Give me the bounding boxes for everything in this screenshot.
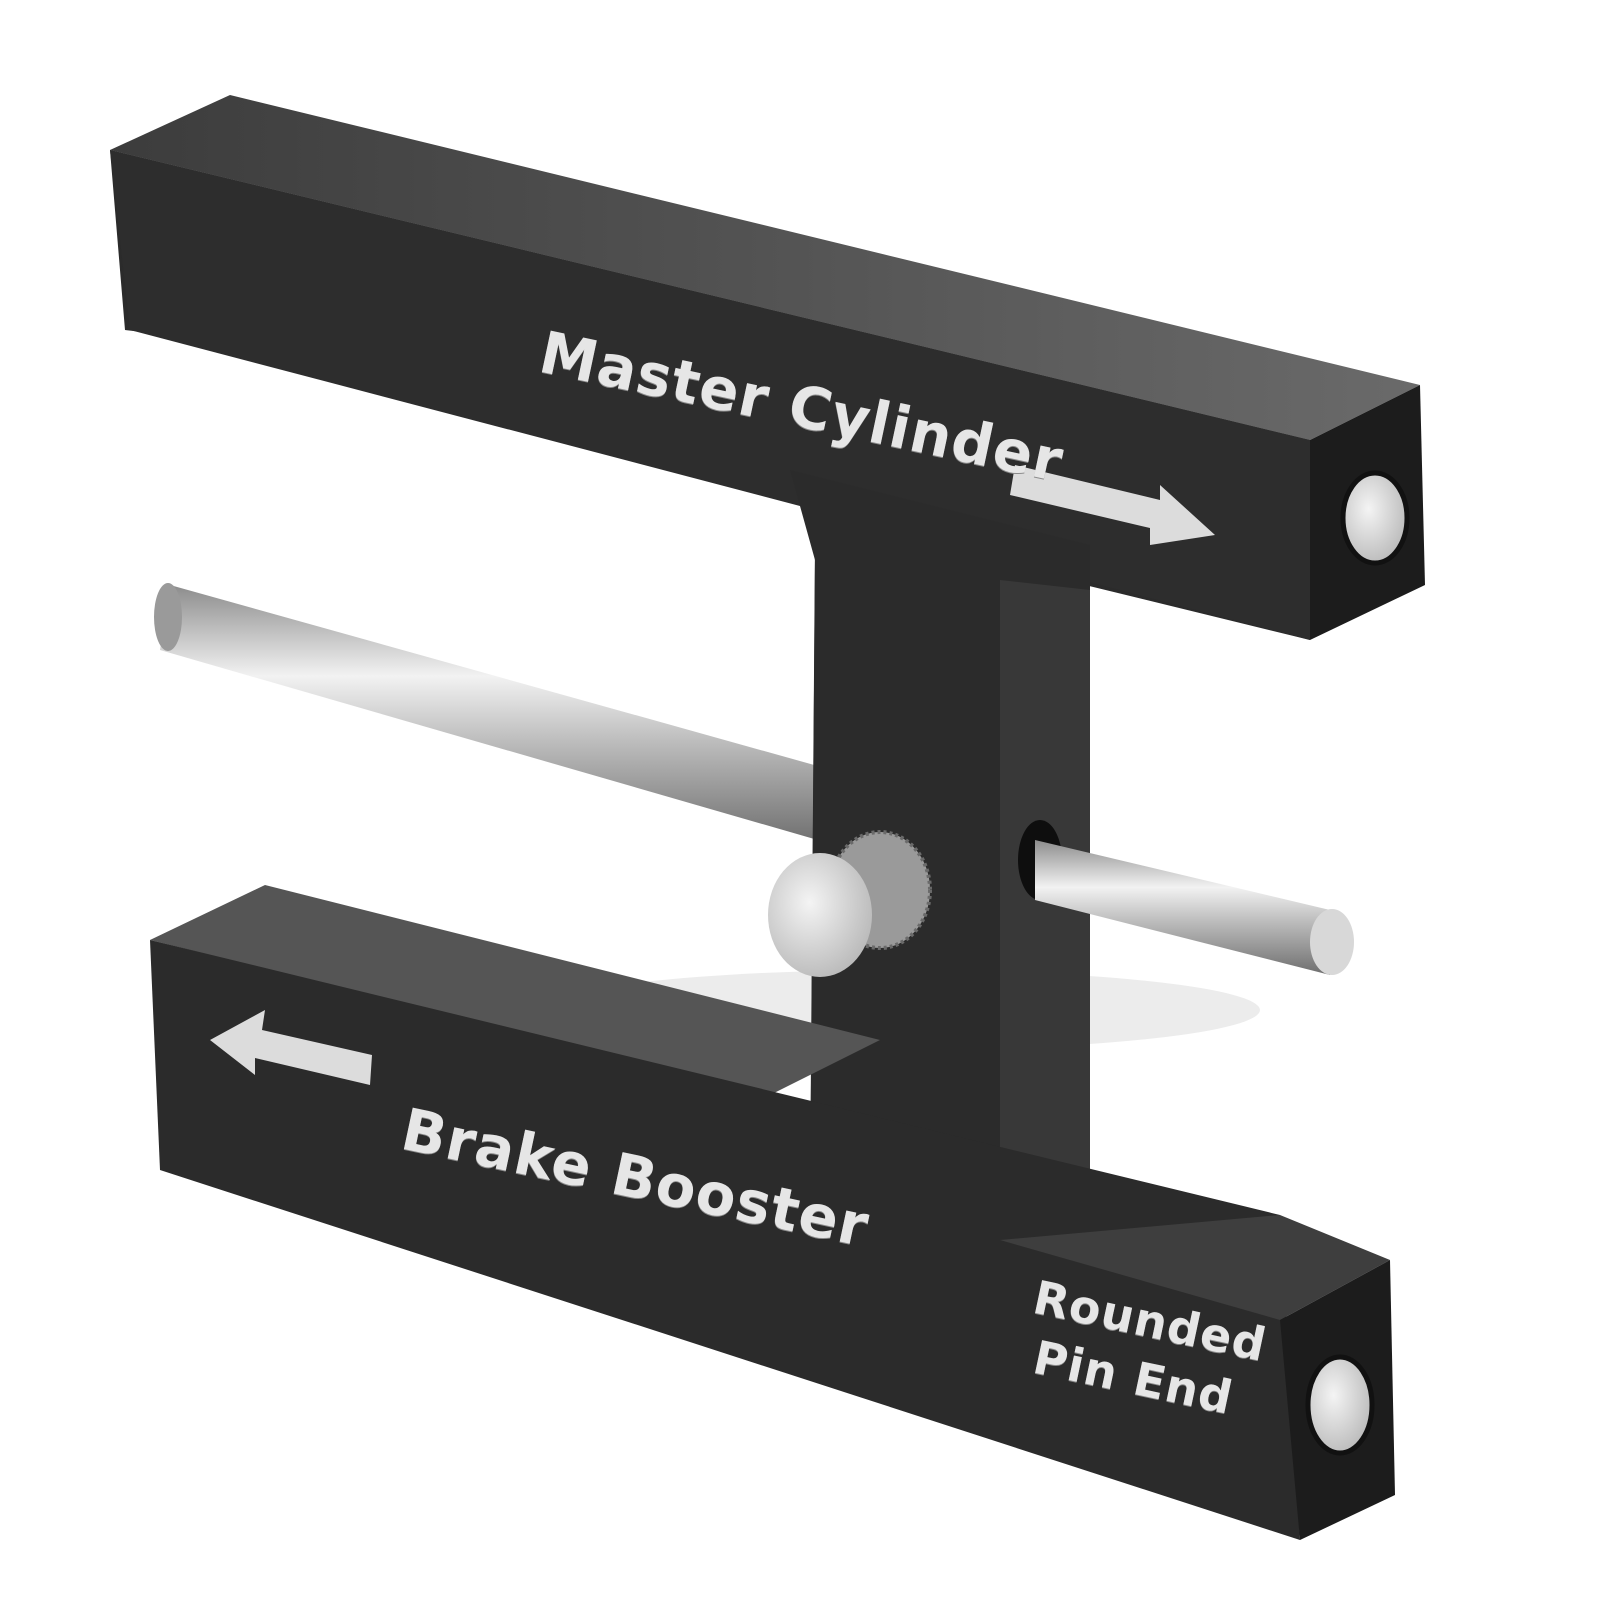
bottom-bar-top-face [150,885,880,1095]
top-bar-top-face [110,95,1420,440]
pushrod-front [1035,840,1330,975]
bottom-bar-front [150,940,1300,1540]
arrow-left-icon [210,1010,372,1085]
arrow-right-icon [1010,465,1215,545]
bottom-end-magnet [1305,1354,1375,1456]
top-end-magnet [1340,470,1410,566]
rounded-pin-end [1310,909,1354,975]
thumb-screw-face[interactable] [768,853,872,977]
pushrod-rear [160,585,850,845]
